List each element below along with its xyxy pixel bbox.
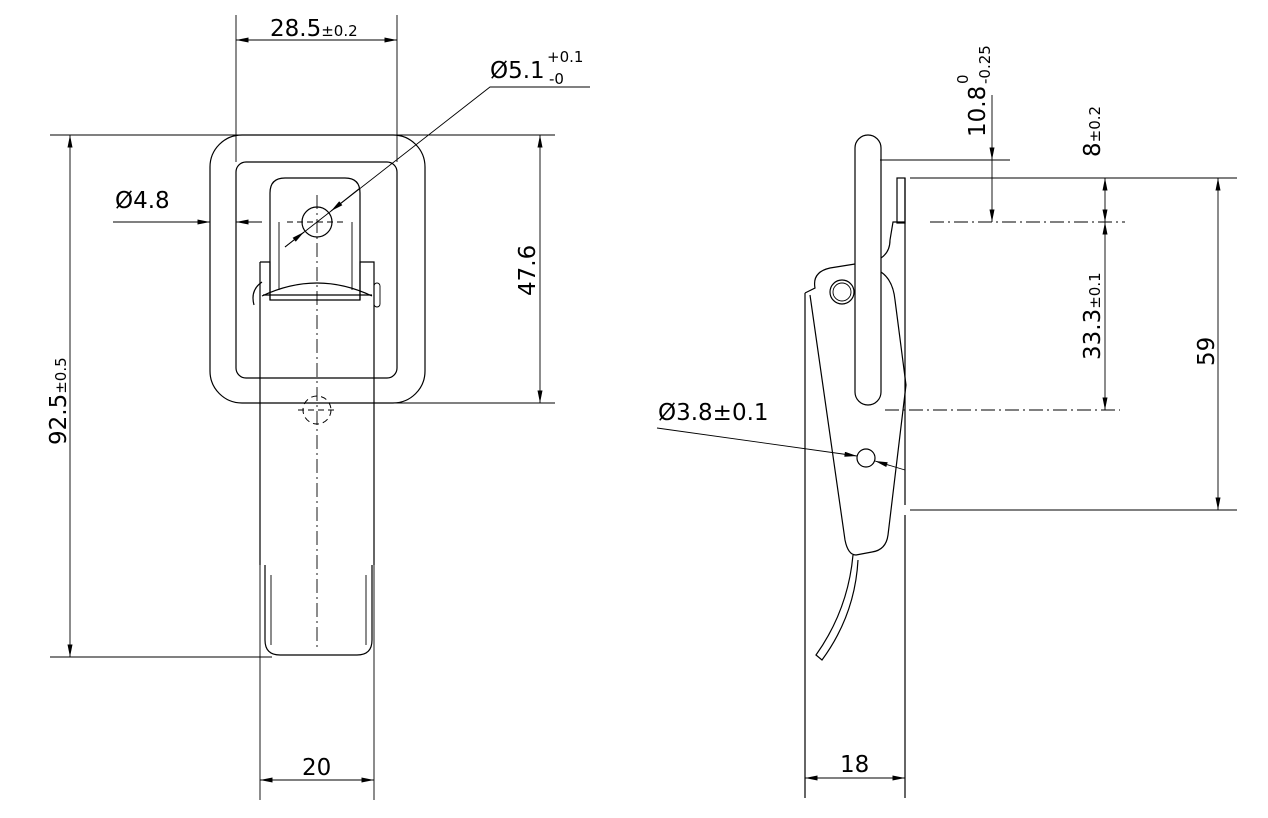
front-view: 28.5±0.2 Ø5.1 +0.1 -0 Ø4.8 47.6 92.5±0.5… <box>46 15 590 800</box>
overall-height-dimension: 92.5±0.5 <box>46 357 72 445</box>
strap <box>260 261 375 565</box>
hook-offset-tol-lower: -0.25 <box>976 45 994 84</box>
hole-tol-lower: -0 <box>549 70 564 88</box>
plate-height-dimension: 59 <box>1194 337 1220 366</box>
outer-frame <box>209 134 426 404</box>
hole-diameter-dimension: Ø5.1 <box>490 58 545 84</box>
tongue <box>269 177 361 300</box>
slot-dimension: Ø4.8 <box>115 188 170 214</box>
hook-offset-dimension: 10.8 <box>965 86 991 137</box>
hook-length-dimension: 33.3±0.1 <box>1080 272 1106 360</box>
frame-height-dimension: 47.6 <box>515 245 541 296</box>
pivot-hole <box>856 448 876 468</box>
lever-tab <box>815 554 859 661</box>
width-dimension: 28.5±0.2 <box>270 16 358 42</box>
hook-bar <box>854 134 882 406</box>
strap-width-dimension: 20 <box>302 755 331 781</box>
pivot-pin <box>829 279 855 305</box>
top-dimension: 8±0.2 <box>1080 106 1106 157</box>
hole-tol-upper: +0.1 <box>547 48 583 66</box>
pivot-hole-dimension: Ø3.8±0.1 <box>658 400 769 426</box>
inner-frame <box>235 161 398 379</box>
lever <box>804 221 907 556</box>
depth-dimension: 18 <box>840 752 869 778</box>
side-view: 10.8 0 -0.25 8±0.2 33.3±0.1 59 Ø3.8±0.1 … <box>656 45 1237 798</box>
strap-end <box>264 565 373 656</box>
hook-offset-tol-upper: 0 <box>954 74 972 84</box>
